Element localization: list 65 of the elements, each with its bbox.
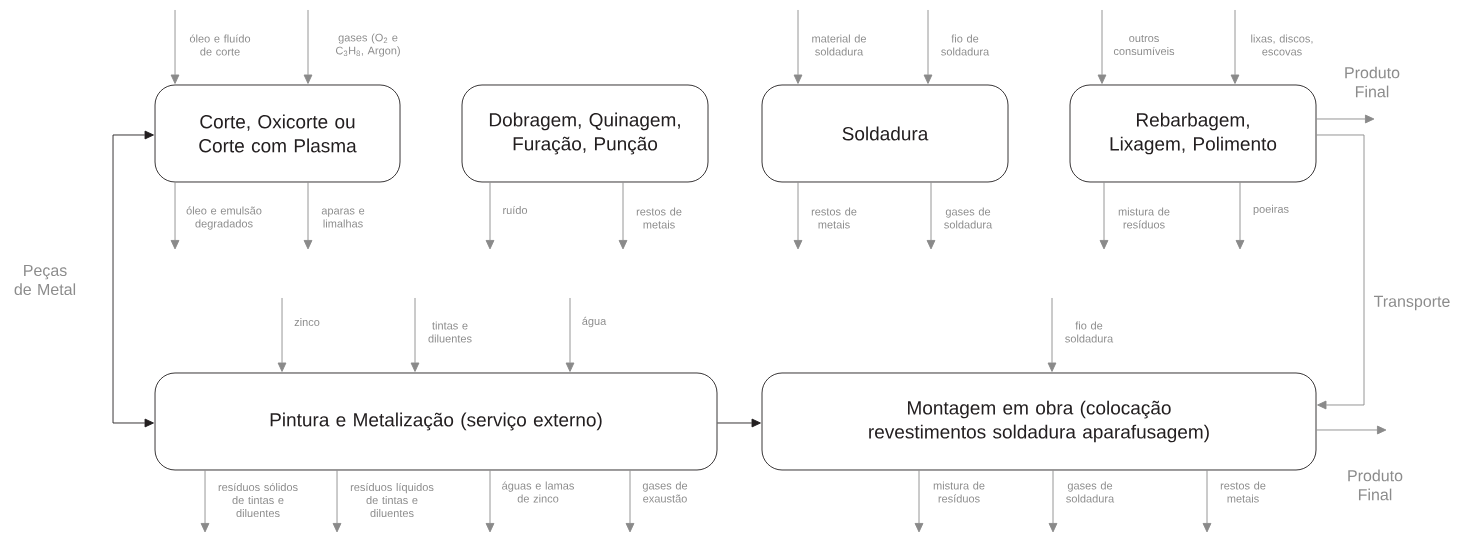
edge-label: lixas, discos, escovas (1251, 34, 1313, 56)
edge-label: óleo e fluído de corte (189, 34, 251, 56)
arrow (1048, 470, 1058, 533)
arrow (332, 470, 342, 533)
arrow (1316, 114, 1375, 124)
edge-label: aparas e limalhas (321, 208, 365, 228)
arrow (618, 182, 628, 250)
arrow (923, 9, 933, 84)
arrow (277, 297, 287, 372)
edge-label: zinco (294, 317, 320, 327)
arrow (1097, 9, 1107, 84)
edge-label: Produto Final (1348, 469, 1403, 501)
arrow (112, 130, 154, 428)
arrow (1235, 182, 1245, 250)
arrow (410, 297, 420, 372)
edge-label: ruído (503, 205, 528, 215)
process-box: Dobragem, Quinagem, Furação, Punção (461, 84, 709, 183)
edge-label: fio de soldadura (1065, 321, 1114, 343)
edge-label: Transporte (1374, 295, 1450, 311)
edge-label: outros consumíveis (1113, 34, 1175, 56)
edge-label: gases de soldadura (1066, 481, 1115, 503)
process-box: Corte, Oxicorte ou Corte com Plasma (154, 84, 401, 183)
arrow (485, 182, 495, 250)
arrow (303, 9, 313, 84)
edge-label: águas e lamas de zinco (502, 481, 574, 503)
arrow (793, 182, 803, 250)
edge-label: óleo e emulsão degradados (186, 206, 262, 230)
process-box: Montagem em obra (colocação revestimentos soldadura aparafusagem) (761, 372, 1317, 471)
edge-label: mistura de resíduos (1118, 207, 1170, 229)
edge-label: restos de metais (1220, 481, 1266, 503)
edge-label: resíduos sólidos de tintas e diluentes (218, 482, 298, 518)
arrow (170, 182, 180, 250)
edge-label: resíduos líquidos de tintas e diluentes (350, 482, 434, 518)
edge-label: Produto Final (1345, 66, 1400, 98)
arrow (1047, 297, 1057, 372)
edge-label: restos de metais (636, 207, 682, 229)
arrow (1230, 9, 1240, 84)
edge-label: água (582, 316, 607, 328)
arrow (485, 470, 495, 533)
edge-label: gases de exaustão (642, 481, 688, 503)
edge-label: tintas e diluentes (428, 321, 472, 343)
edge-label: material de soldadura (812, 34, 866, 56)
arrow (1202, 470, 1212, 533)
edge-label: gases (O$_{2}$ e C$_{3}$H$_{8}$, Argon) (336, 33, 400, 57)
edge-label: poeiras (1253, 204, 1289, 216)
edge-label: fio de soldadura (941, 34, 990, 56)
process-box: Rebarbagem, Lixagem, Polimento (1069, 84, 1317, 183)
arrow (565, 297, 575, 372)
arrow (303, 182, 313, 250)
arrow (1316, 425, 1387, 435)
process-box: Pintura e Metalização (serviço externo) (154, 372, 718, 471)
edge-label: mistura de resíduos (933, 481, 985, 503)
arrow (1316, 134, 1365, 410)
arrow (914, 470, 924, 533)
arrow (200, 470, 210, 533)
arrow (1099, 182, 1109, 250)
edge-label: restos de metais (811, 207, 857, 229)
arrow (793, 9, 803, 84)
arrow (926, 182, 936, 250)
process-box: Soldadura (761, 84, 1009, 183)
edge-label: gases de soldadura (944, 207, 993, 229)
edge-label: Peças de Metal (14, 264, 76, 296)
arrow (625, 470, 635, 533)
arrow (717, 418, 761, 428)
arrow (170, 9, 180, 84)
